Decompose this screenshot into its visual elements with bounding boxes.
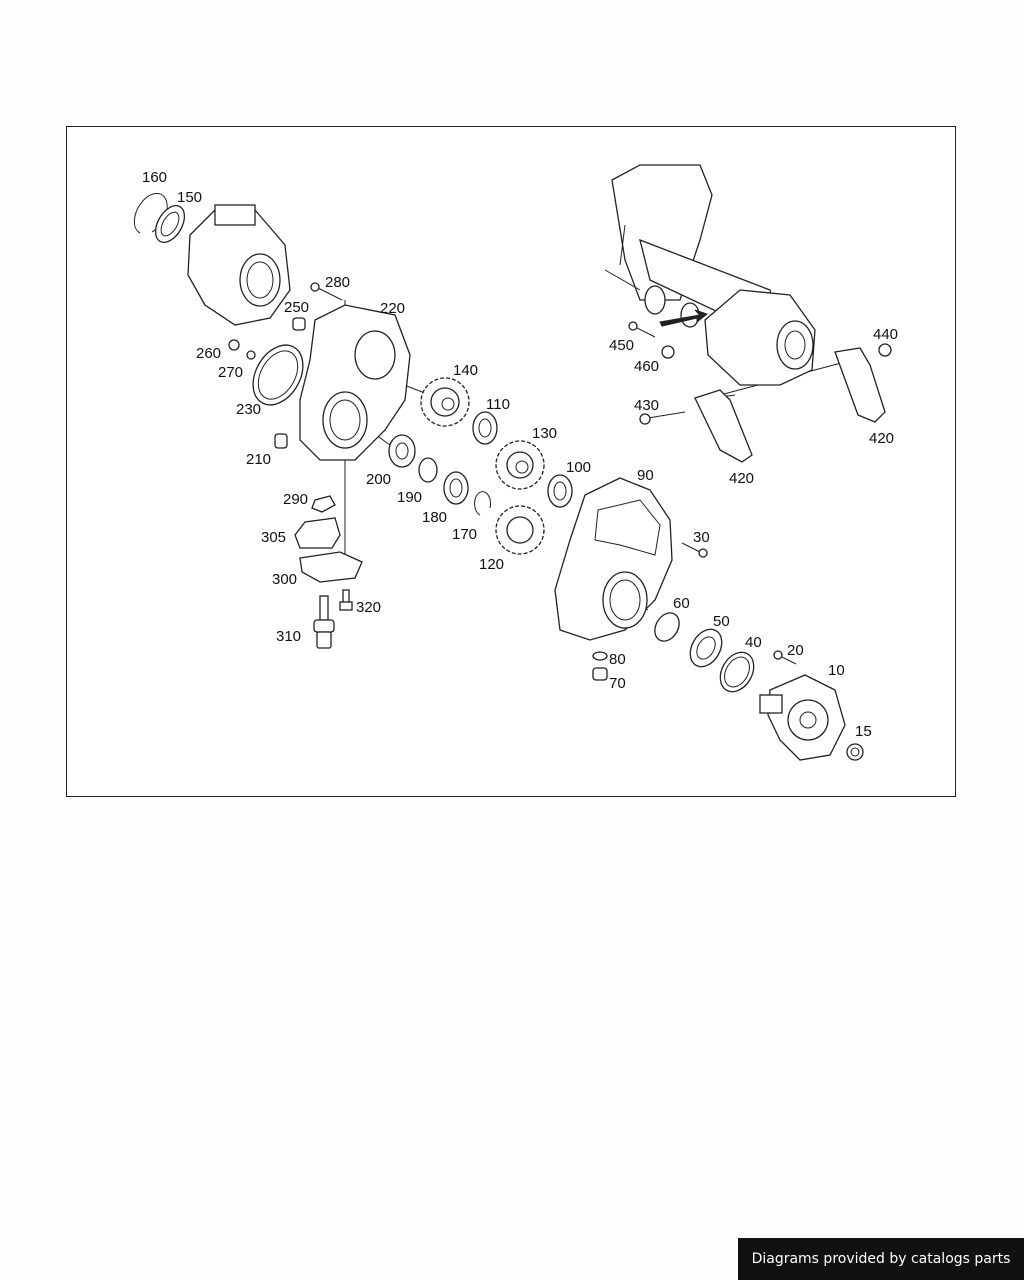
part-420-bracket-a	[694, 389, 753, 463]
label-300: 300	[272, 571, 297, 588]
part-180-bearing	[443, 471, 469, 505]
label-250: 250	[284, 299, 309, 316]
part-40-gasket	[719, 651, 755, 693]
label-270: 270	[218, 364, 243, 381]
label-280: 280	[325, 274, 350, 291]
label-130: 130	[532, 425, 557, 442]
label-110: 110	[486, 396, 510, 413]
part-130-gear	[495, 440, 545, 490]
label-450: 450	[609, 337, 634, 354]
part-300-bracket	[299, 551, 363, 583]
part-50-seal	[689, 628, 723, 668]
part-230-gasket	[252, 344, 304, 406]
label-320: 320	[356, 599, 381, 616]
label-290: 290	[283, 491, 308, 508]
part-250-plug	[292, 317, 306, 331]
label-30: 30	[693, 529, 710, 546]
label-70: 70	[609, 675, 626, 692]
part-450-bolt	[628, 321, 656, 338]
part-200-ring	[388, 434, 416, 468]
label-220: 220	[380, 300, 405, 317]
part-190-washer	[418, 457, 438, 483]
part-460-nut	[661, 345, 675, 359]
label-260: 260	[196, 345, 221, 362]
label-100: 100	[566, 459, 591, 476]
label-15: 15	[855, 723, 872, 740]
part-260-screw	[228, 339, 240, 351]
footer-credit-banner: Diagrams provided by catalogs parts	[738, 1238, 1024, 1280]
part-310-mount	[313, 595, 335, 649]
label-50: 50	[713, 613, 730, 630]
label-40: 40	[745, 634, 762, 651]
label-430: 430	[634, 397, 659, 414]
label-420-bottom: 420	[729, 470, 754, 487]
part-150-seal	[154, 205, 186, 243]
part-20-bolt	[773, 650, 797, 665]
part-60-oring	[654, 612, 680, 642]
part-290-nut	[311, 495, 336, 513]
label-120: 120	[479, 556, 504, 573]
label-460: 460	[634, 358, 659, 375]
label-180: 180	[422, 509, 447, 526]
part-280-bolt	[310, 282, 343, 301]
label-310: 310	[276, 628, 301, 645]
label-160: 160	[142, 169, 167, 186]
label-80: 80	[609, 651, 626, 668]
label-305: 305	[261, 529, 286, 546]
label-190: 190	[397, 489, 422, 506]
part-140-gear	[420, 377, 470, 427]
part-210-plug	[274, 433, 288, 449]
label-170: 170	[452, 526, 477, 543]
part-left-housing	[187, 204, 291, 326]
part-100-bearing	[547, 474, 573, 508]
label-210: 210	[246, 451, 271, 468]
part-430-bolt	[639, 411, 686, 425]
part-70-plug	[592, 667, 608, 681]
label-10: 10	[828, 662, 845, 679]
part-270-washer	[246, 350, 256, 360]
label-150: 150	[177, 189, 202, 206]
label-140: 140	[453, 362, 478, 379]
part-90-cover	[554, 477, 673, 641]
part-305-pad	[294, 517, 341, 549]
part-30-bolt	[681, 542, 708, 558]
part-120-gear	[495, 505, 545, 555]
part-170-circlip	[474, 491, 492, 516]
label-20: 20	[787, 642, 804, 659]
part-440-nut	[878, 343, 892, 357]
label-440: 440	[873, 326, 898, 343]
part-420-bracket-b	[834, 347, 886, 423]
label-230: 230	[236, 401, 261, 418]
part-axle-assembly	[604, 164, 816, 386]
part-15-nut	[846, 743, 864, 761]
part-320-bolt	[339, 589, 353, 611]
label-420-right: 420	[869, 430, 894, 447]
label-60: 60	[673, 595, 690, 612]
label-200: 200	[366, 471, 391, 488]
part-10-flange	[759, 674, 846, 761]
part-labels: 160 150 280 250 220 260 270 230 140 110 …	[142, 169, 898, 740]
part-220-housing	[299, 304, 411, 461]
part-110-bearing	[472, 411, 498, 445]
part-80-oring	[592, 651, 608, 661]
label-90: 90	[637, 467, 654, 484]
